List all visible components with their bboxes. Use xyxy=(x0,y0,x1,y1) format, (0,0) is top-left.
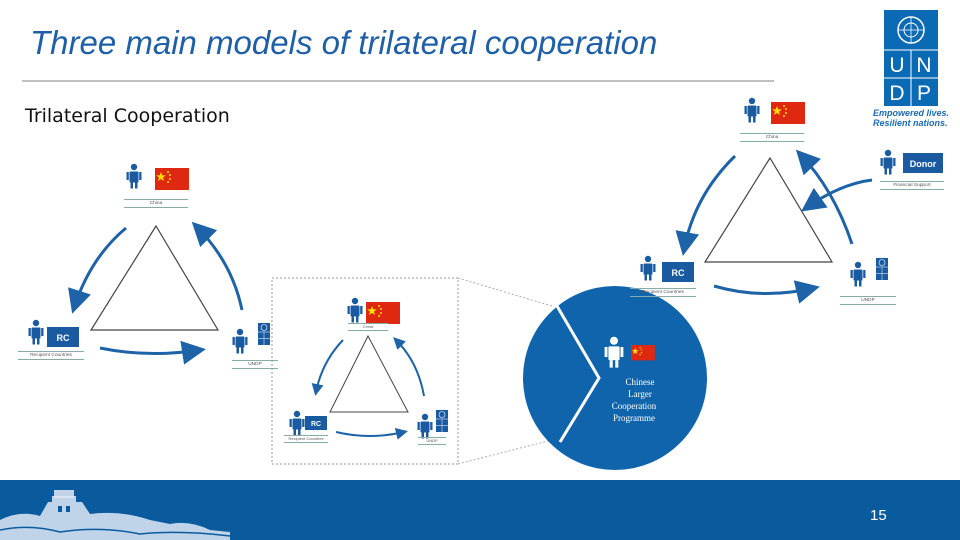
slide-title: Three main models of trilateral cooperat… xyxy=(30,24,658,61)
great-wall-icon xyxy=(0,490,230,540)
arrow-rc-to-undp xyxy=(713,280,820,304)
rc-node-text: RC xyxy=(311,421,321,428)
undp-mini-logo-icon xyxy=(435,409,449,433)
zoom-line-top xyxy=(457,277,553,307)
zoom-frame xyxy=(271,277,459,465)
undp-mini-logo-icon xyxy=(257,322,271,346)
right-undp-label: UNDP xyxy=(840,296,896,305)
arrow-china-to-rc xyxy=(675,154,737,256)
programme-circle xyxy=(523,286,707,470)
page-number: 15 xyxy=(870,507,887,524)
undp-person-icon xyxy=(232,328,248,354)
rc-node-text: RC xyxy=(672,268,685,278)
triangle-shape xyxy=(329,334,409,413)
china-flag-icon xyxy=(366,302,400,324)
footer-banner xyxy=(0,480,960,540)
trilateral-diagram: RC RC Chinese Larger C xyxy=(28,97,943,470)
left-rc-label: Recipient Countries xyxy=(18,351,84,360)
undp-person-icon xyxy=(850,261,866,287)
china-person-icon xyxy=(347,297,363,323)
rc-person-icon xyxy=(289,410,305,436)
right-china-label: China xyxy=(740,133,804,142)
undp-mini-logo-icon xyxy=(875,257,889,281)
logo-letter-p: P xyxy=(917,82,931,105)
circle-wedge-line xyxy=(555,305,601,443)
un-emblem-icon: U N D P xyxy=(884,16,938,106)
rc-node-box xyxy=(662,262,694,282)
arrow-donor-to-triangle xyxy=(801,178,873,212)
tagline-line-2: Resilient nations. xyxy=(873,118,948,128)
china-flag-icon xyxy=(771,102,805,124)
arrow-undp-to-china xyxy=(393,337,425,397)
arrow-undp-to-china xyxy=(795,149,854,245)
arrow-china-to-rc xyxy=(311,339,344,396)
title-divider xyxy=(22,80,774,82)
donor-node-text: Donor xyxy=(910,159,937,169)
left-trilateral-model: RC xyxy=(28,163,271,365)
triangle-shape xyxy=(703,156,834,263)
arrow-rc-to-undp xyxy=(99,340,206,365)
mid-undp-label: UNDP xyxy=(418,437,446,445)
china-flag-icon xyxy=(631,345,655,361)
right-donor-label: Financial Support xyxy=(880,181,944,190)
donor-person-icon xyxy=(880,149,896,175)
undp-logo: U N D P xyxy=(884,10,938,106)
circle-text-line-3: Cooperation xyxy=(612,401,657,411)
logo-letter-n: N xyxy=(916,54,931,77)
logo-letter-d: D xyxy=(889,82,904,105)
left-undp-label: UNDP xyxy=(232,360,278,369)
right-rc-label: Recipient Countries xyxy=(630,288,696,297)
china-person-icon xyxy=(744,97,760,123)
rc-node-box xyxy=(47,327,79,347)
logo-letter-u: U xyxy=(889,54,904,77)
rc-node-box xyxy=(305,416,327,430)
arrow-china-to-rc xyxy=(68,226,127,314)
chinese-larger-programme-circle: Chinese Larger Cooperation Programme xyxy=(523,286,707,470)
right-trilateral-model: Donor RC xyxy=(640,97,943,304)
mid-china-label: China xyxy=(348,323,388,331)
zoom-line-bottom xyxy=(457,439,553,465)
circle-text-line-2: Larger xyxy=(628,389,652,399)
circle-text-line-1: Chinese xyxy=(626,377,655,387)
left-china-label: China xyxy=(124,199,188,208)
slide-subtitle: Trilateral Cooperation xyxy=(25,105,230,127)
arrow-rc-to-undp xyxy=(335,427,408,440)
arrow-undp-to-china xyxy=(191,221,244,311)
triangle-shape xyxy=(89,224,220,331)
rc-person-icon xyxy=(28,319,44,345)
mid-rc-label: Recipient Countries xyxy=(284,435,328,443)
undp-tagline: Empowered lives. Resilient nations. xyxy=(873,108,959,128)
circle-text-line-4: Programme xyxy=(613,413,655,423)
rc-person-icon xyxy=(640,255,656,281)
donor-node-box xyxy=(903,153,943,173)
undp-person-icon xyxy=(417,413,433,439)
rc-node-text: RC xyxy=(57,333,70,343)
middle-trilateral-model: RC xyxy=(271,277,553,465)
tagline-line-1: Empowered lives. xyxy=(873,108,950,118)
china-flag-icon xyxy=(155,168,189,190)
china-person-icon xyxy=(126,163,142,189)
